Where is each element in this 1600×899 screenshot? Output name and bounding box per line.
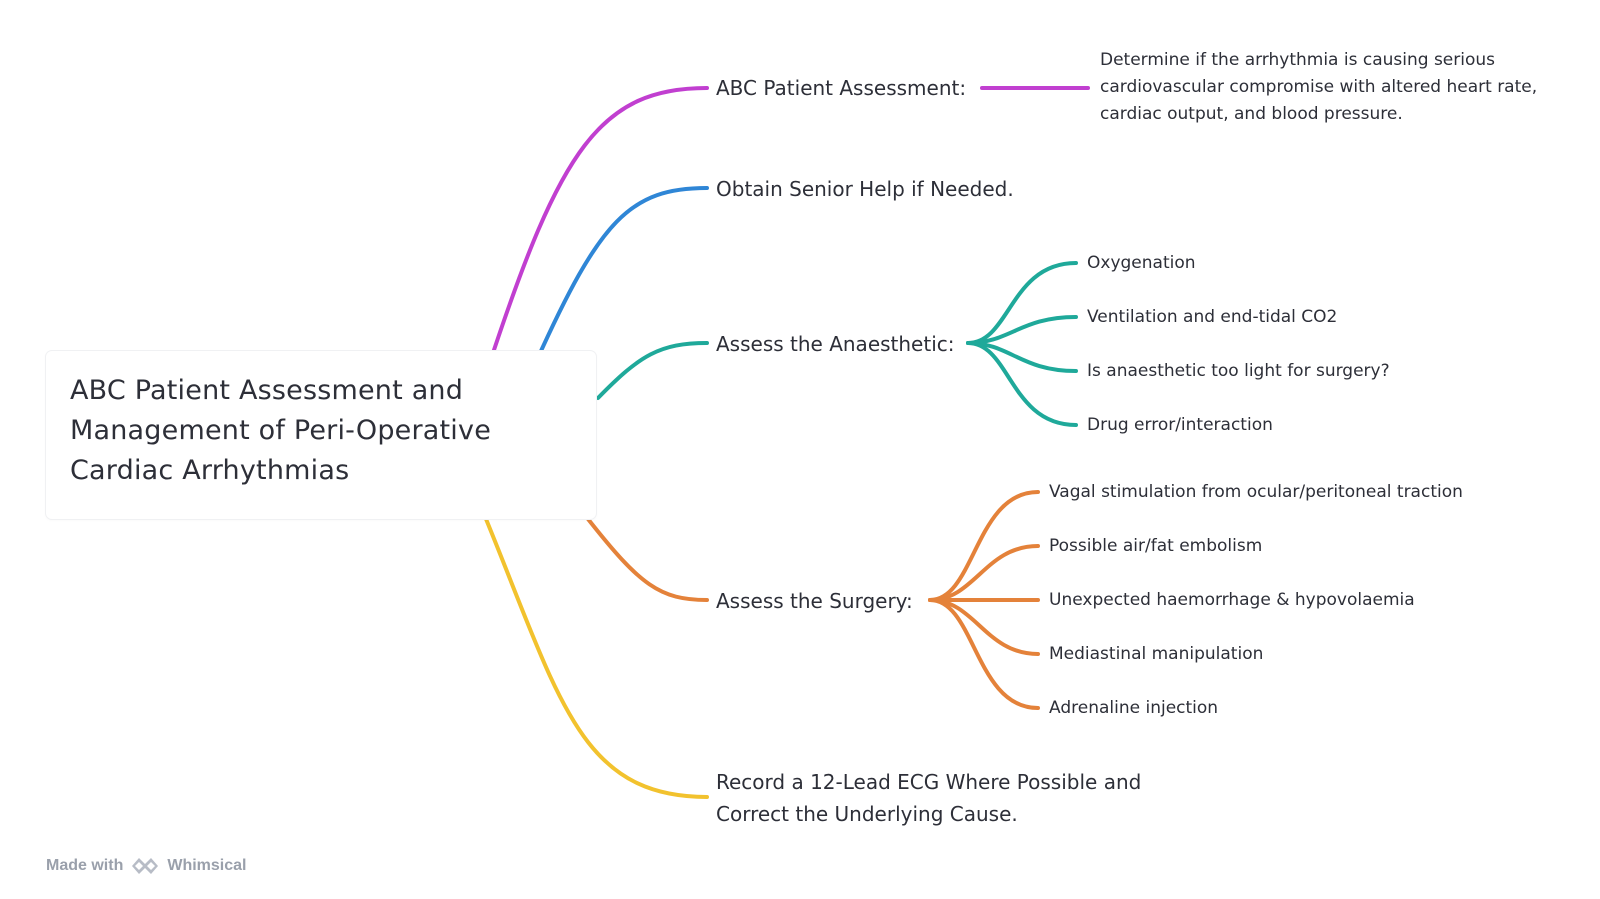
branch-abc-assessment[interactable]: ABC Patient Assessment:	[716, 76, 967, 100]
connector-ecg	[484, 517, 709, 799]
connector-anaesthetic	[596, 341, 709, 400]
leaf-vagal-stimulation[interactable]: Vagal stimulation from ocular/peritoneal…	[1049, 482, 1463, 502]
branch-record-ecg[interactable]: Record a 12-Lead ECG Where Possible and …	[716, 770, 1142, 826]
connector-senior-help	[534, 186, 709, 364]
connector-abc	[488, 86, 709, 364]
leaf-ventilation[interactable]: Ventilation and end-tidal CO2	[1087, 307, 1338, 327]
root-node[interactable]: ABC Patient Assessment and Management of…	[46, 351, 596, 519]
connector-surgery	[586, 517, 709, 602]
branch-obtain-senior-help[interactable]: Obtain Senior Help if Needed.	[716, 177, 1014, 201]
leaf-drug-error[interactable]: Drug error/interaction	[1087, 415, 1273, 435]
leaf-adrenaline-injection[interactable]: Adrenaline injection	[1049, 698, 1219, 718]
leaf-oxygenation[interactable]: Oxygenation	[1087, 253, 1196, 273]
branch-assess-anaesthetic[interactable]: Assess the Anaesthetic:	[716, 332, 955, 356]
root-title: ABC Patient Assessment and Management of…	[70, 375, 492, 486]
whimsical-logo-icon	[132, 858, 159, 874]
leaf-air-fat-embolism[interactable]: Possible air/fat embolism	[1049, 536, 1263, 556]
abc-assessment-description: Determine if the arrhythmia is causing s…	[1100, 50, 1538, 124]
watermark-prefix: Made with	[46, 857, 124, 874]
branch-assess-surgery[interactable]: Assess the Surgery:	[716, 589, 913, 613]
watermark[interactable]: Made with Whimsical	[46, 855, 246, 877]
watermark-brand: Whimsical	[167, 857, 247, 874]
anaesthetic-leaf-connectors	[966, 261, 1078, 427]
leaf-mediastinal-manipulation[interactable]: Mediastinal manipulation	[1049, 644, 1264, 664]
surgery-leaf-connectors	[928, 490, 1040, 710]
leaf-anaesthetic-too-light[interactable]: Is anaesthetic too light for surgery?	[1087, 361, 1390, 381]
leaf-haemorrhage[interactable]: Unexpected haemorrhage & hypovolaemia	[1049, 590, 1415, 610]
